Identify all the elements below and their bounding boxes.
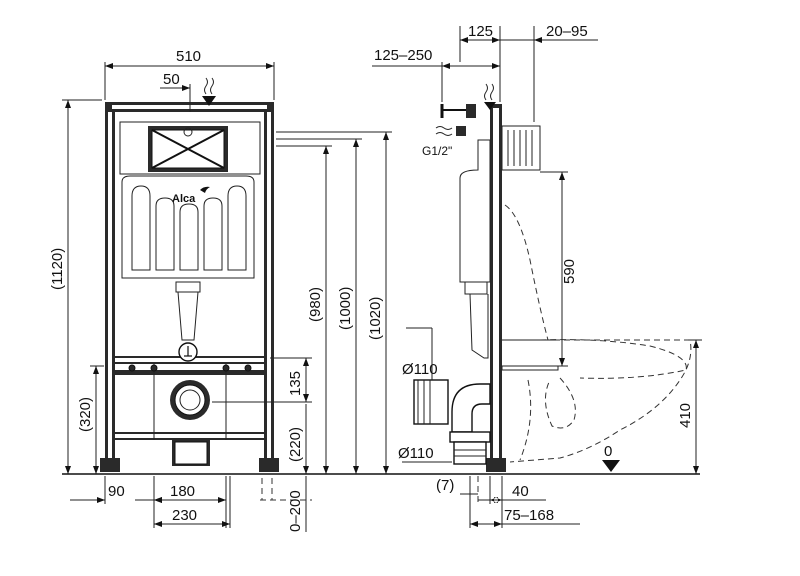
cistern-body [121, 175, 255, 279]
side-flush-box [501, 125, 541, 171]
dim-top-125-250: 125–250 [374, 47, 432, 64]
dim-bottom-90: 90 [108, 483, 125, 500]
water-supply-arrow-icon [202, 96, 216, 106]
frame-right-foot [259, 458, 279, 472]
frame-lower-bar [112, 370, 267, 375]
frame-left-foot [100, 458, 120, 472]
brand-logo-bird-icon [200, 186, 210, 193]
dim-height-320: (320) [77, 397, 94, 432]
dim-height-410: 410 [677, 403, 694, 428]
dim-bottom-40: 40 [512, 483, 529, 500]
pipe-diameter-upper: Ø110 [402, 361, 438, 378]
dim-range-0-200: 0–200 [287, 490, 304, 532]
dim-height-1000: (1000) [337, 287, 354, 330]
dim-height-590: 590 [561, 259, 578, 284]
dim-width-510: 510 [176, 48, 201, 65]
dim-bottom-180: 180 [170, 483, 195, 500]
dim-bottom-75-168: 75–168 [504, 507, 554, 524]
dim-top-20-95: 20–95 [546, 23, 588, 40]
pipe-diameter-lower: Ø110 [398, 445, 434, 462]
brand-logo-text: Alca [172, 193, 196, 205]
dim-top-125: 125 [468, 23, 493, 40]
side-view: G1/2" Ø110 Ø110 [372, 23, 702, 528]
dim-height-980: (980) [307, 287, 324, 322]
side-cistern [459, 139, 491, 283]
floor-level-zero: 0 [604, 443, 612, 460]
flush-pipe [175, 281, 201, 293]
dim-bottom-230: 230 [172, 507, 197, 524]
dim-bottom-7: (7) [436, 477, 454, 494]
dim-135: 135 [287, 371, 304, 396]
dim-height-1020: (1020) [367, 297, 384, 340]
seat-hinge-bolt [501, 365, 559, 371]
front-view: Alca 510 50 [49, 48, 392, 532]
dim-220: (220) [287, 427, 304, 462]
dim-height-1120: (1120) [49, 248, 66, 290]
side-supply-arrow-icon [484, 102, 496, 110]
waste-elbow [451, 383, 491, 433]
dim-offset-50: 50 [163, 71, 180, 88]
flush-plate-opening [119, 121, 261, 175]
thread-label: G1/2" [422, 144, 452, 158]
side-frame-foot [486, 458, 506, 472]
pipe-coupling [413, 379, 449, 425]
toilet-bowl-outline [504, 204, 549, 341]
floor-level-marker-icon [602, 460, 620, 472]
